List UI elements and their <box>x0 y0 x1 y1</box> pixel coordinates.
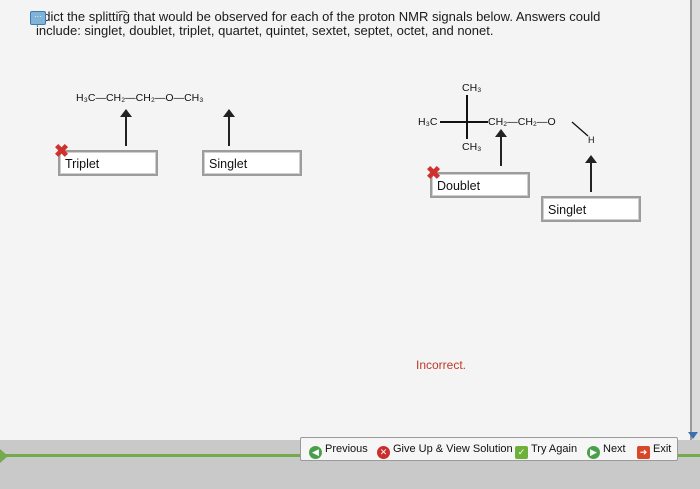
molecule-2-top-methyl: CH₃ <box>462 82 482 94</box>
molecule-2-bottom-methyl: CH₃ <box>462 141 482 153</box>
arrow-up-icon <box>223 109 235 146</box>
scroll-down-icon[interactable] <box>688 432 698 439</box>
arrow-up-icon <box>495 129 507 166</box>
nav-button-panel: ◀Previous ✕Give Up & View Solution ✓Try … <box>300 437 678 461</box>
next-button[interactable]: ▶Next <box>587 441 626 459</box>
incorrect-x-icon: ✖ <box>426 163 442 183</box>
answer-field-3[interactable]: Doublet <box>430 172 530 198</box>
give-up-icon: ✕ <box>377 446 390 459</box>
previous-button[interactable]: ◀Previous <box>309 441 368 459</box>
question-icon: ··· <box>30 11 46 25</box>
bond-line <box>440 121 488 123</box>
exit-icon: ➜ <box>637 446 650 459</box>
answer-field-1[interactable]: Triplet <box>58 150 158 176</box>
molecule-2-left-group: H₃C <box>418 116 438 128</box>
incorrect-x-icon: ✖ <box>54 141 70 161</box>
question-line-2: include: singlet, doublet, triplet, quar… <box>36 23 494 38</box>
molecule-1-structure: H₃C—CH₂—CH₂—O—CH₃ <box>76 92 204 104</box>
try-again-button[interactable]: ✓Try Again <box>515 441 577 459</box>
nav-arrow-left-icon <box>0 449 8 463</box>
try-again-icon: ✓ <box>515 446 528 459</box>
molecule-2-hydrogen: H <box>588 135 595 145</box>
answer-field-4[interactable]: Singlet <box>541 196 641 222</box>
question-text: ··· edict the splittir͡g that would be o… <box>30 9 636 38</box>
feedback-message: Incorrect. <box>416 358 467 372</box>
answer-field-2[interactable]: Singlet <box>202 150 302 176</box>
exit-button[interactable]: ➜Exit <box>637 441 671 459</box>
next-icon: ▶ <box>587 446 600 459</box>
molecule-2-chain: CH₂—CH₂—O <box>488 116 556 128</box>
arrow-up-icon <box>585 155 597 192</box>
bond-line <box>466 95 468 139</box>
previous-icon: ◀ <box>309 446 322 459</box>
o-h-bond <box>571 121 589 137</box>
give-up-button[interactable]: ✕Give Up & View Solution <box>377 441 513 459</box>
question-panel: ··· edict the splittir͡g that would be o… <box>0 0 692 440</box>
question-line-1: edict the splittir͡g that would be obser… <box>36 9 601 24</box>
arrow-up-icon <box>120 109 132 146</box>
